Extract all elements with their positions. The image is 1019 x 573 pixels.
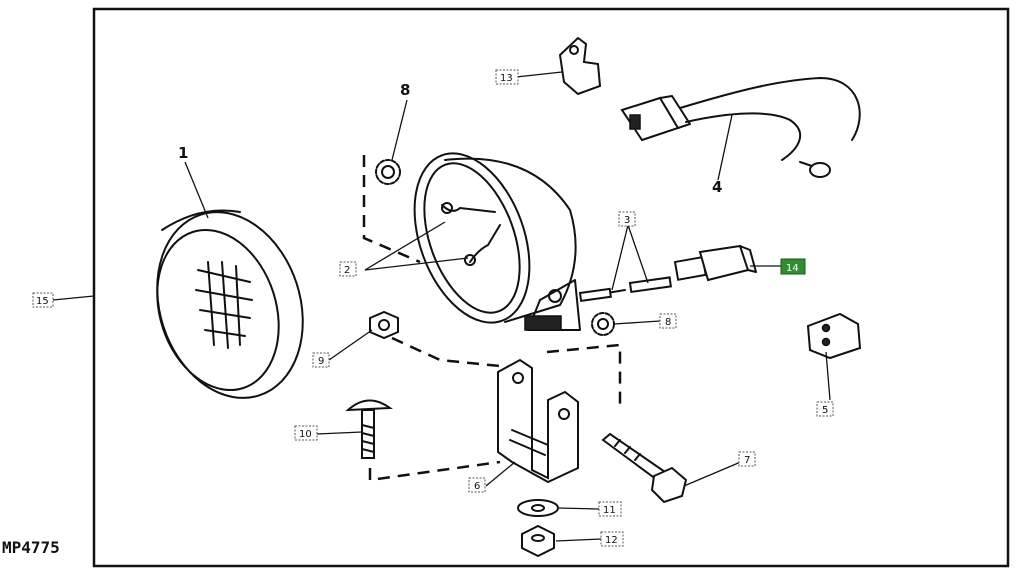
svg-text:3: 3 xyxy=(624,215,630,226)
callout-7[interactable]: 7 xyxy=(738,451,756,467)
part-nut[interactable] xyxy=(369,310,399,340)
callout-12[interactable]: 12 xyxy=(600,531,624,547)
svg-text:10: 10 xyxy=(299,429,312,440)
part-wiring-harness[interactable] xyxy=(620,77,861,178)
part-connector-plug[interactable] xyxy=(673,244,757,282)
leader-lines xyxy=(52,71,831,542)
callout-6[interactable]: 6 xyxy=(468,477,486,493)
callout-15[interactable]: 15 xyxy=(32,292,54,308)
part-carriage-bolt[interactable] xyxy=(345,399,393,459)
figure-id-label: MP4775 xyxy=(2,538,60,557)
callout-8-lower[interactable]: 8 xyxy=(659,313,677,329)
lens-grid xyxy=(195,261,253,349)
part-clip[interactable] xyxy=(558,36,602,96)
part-lock-washer-upper[interactable] xyxy=(375,159,401,185)
callout-5[interactable]: 5 xyxy=(816,401,834,417)
callout-3[interactable]: 3 xyxy=(618,211,636,227)
callout-14-highlighted[interactable]: 14 xyxy=(780,258,806,275)
part-pins[interactable] xyxy=(578,276,672,303)
callout-11[interactable]: 11 xyxy=(598,501,622,517)
svg-text:12: 12 xyxy=(605,535,618,546)
svg-text:2: 2 xyxy=(344,265,350,276)
callout-9[interactable]: 9 xyxy=(312,352,330,368)
callout-10[interactable]: 10 xyxy=(294,425,318,441)
svg-text:7: 7 xyxy=(744,455,750,466)
part-lock-nut[interactable] xyxy=(521,524,555,558)
svg-text:13: 13 xyxy=(500,73,513,84)
part-flat-washer[interactable] xyxy=(517,499,559,517)
diagram-frame xyxy=(92,7,1010,568)
svg-text:14: 14 xyxy=(786,263,799,274)
part-connector-block[interactable] xyxy=(806,312,862,360)
svg-text:4: 4 xyxy=(712,178,722,196)
svg-text:8: 8 xyxy=(665,317,671,328)
part-lens-ring[interactable] xyxy=(134,193,326,417)
svg-text:6: 6 xyxy=(474,481,480,492)
svg-text:11: 11 xyxy=(603,505,616,516)
callout-8-upper[interactable]: 8 xyxy=(400,81,410,99)
callout-2[interactable]: 2 xyxy=(339,261,357,277)
svg-text:9: 9 xyxy=(318,356,324,367)
part-light-housing[interactable] xyxy=(393,138,581,339)
callout-13[interactable]: 13 xyxy=(495,69,519,85)
part-lock-washer-lower[interactable] xyxy=(591,312,615,336)
svg-text:1: 1 xyxy=(178,144,188,162)
callout-1[interactable]: 1 xyxy=(178,144,188,162)
part-wire-terminals[interactable] xyxy=(441,202,501,266)
part-hex-bolt[interactable] xyxy=(601,432,688,504)
svg-text:15: 15 xyxy=(36,296,49,307)
part-mounting-bracket[interactable] xyxy=(497,358,579,484)
svg-text:5: 5 xyxy=(822,405,828,416)
assembly-dashed-lines xyxy=(362,155,622,482)
callout-4[interactable]: 4 xyxy=(712,178,722,196)
svg-text:8: 8 xyxy=(400,81,410,99)
